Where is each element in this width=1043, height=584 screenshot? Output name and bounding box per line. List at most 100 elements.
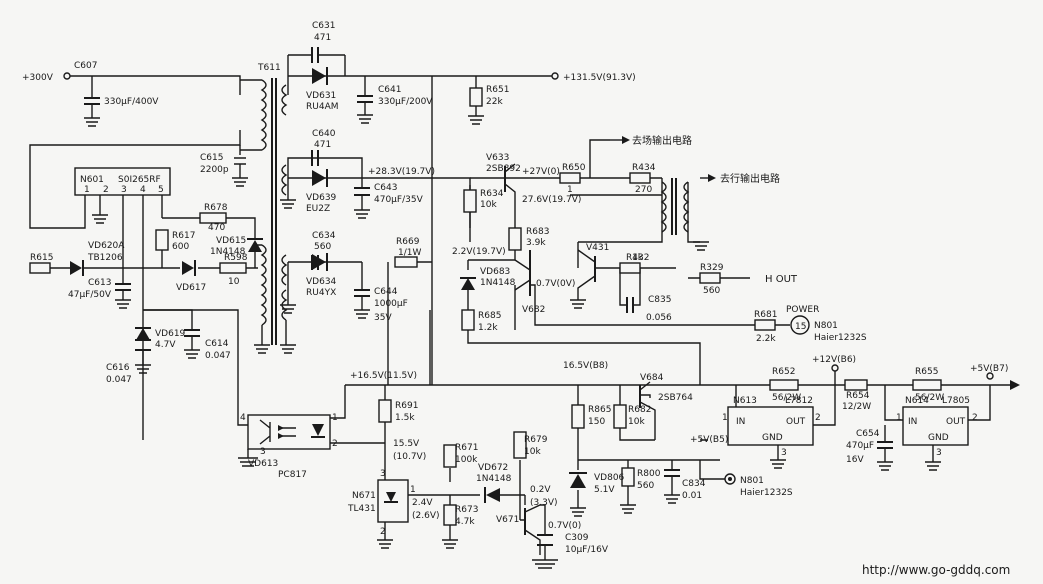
resistor-r654 (844, 379, 868, 391)
label-r683v: 3.9k (526, 238, 546, 248)
resistor-r598 (219, 262, 247, 274)
diode-vd634 (312, 254, 326, 270)
arrow-right-icon (622, 136, 630, 144)
label-v22: 2.2V(19.7V) (452, 247, 506, 257)
label-vd620v: TB1206 (87, 253, 123, 263)
label-vd639v: EU2Z (306, 204, 330, 214)
label-v02b: (3.3V) (530, 498, 558, 508)
label-rail-300v: +300V (22, 73, 54, 83)
label-n614-in: IN (908, 417, 917, 427)
label-v15b: (10.7V) (393, 452, 426, 462)
label-pc817: PC817 (278, 470, 307, 480)
pin-1: 1 (84, 185, 90, 195)
label-c641: C641 (378, 85, 401, 95)
label-v276: 27.6V(19.7V) (522, 195, 581, 205)
label-n613-pin3: 3 (781, 448, 787, 458)
ground-icon (92, 214, 108, 224)
label-r329v: 560 (703, 286, 720, 296)
label-pin15: 15 (795, 322, 806, 332)
label-c644: C644 (374, 287, 398, 297)
label-n801: N801 (814, 321, 838, 331)
capacitor-c835 (626, 297, 634, 313)
ground-icon (664, 494, 680, 504)
label-vd619v: 4.7V (155, 340, 176, 350)
ground-icon (184, 349, 200, 359)
label-to-line-output: 去行输出电路 (720, 172, 780, 185)
diode-vd615 (248, 240, 262, 252)
label-n614-pin3: 3 (936, 448, 942, 458)
label-n671-part: TL431 (347, 504, 376, 514)
label-t611: T611 (257, 63, 281, 73)
label-c834: C834 (682, 479, 706, 489)
ground-icon (620, 504, 636, 514)
label-c654v2: 16V (846, 455, 864, 465)
diode-vd639 (312, 170, 326, 186)
arrow-right-icon (1010, 380, 1020, 390)
label-opto-pin4: 4 (240, 413, 246, 423)
ground-icon (468, 115, 484, 125)
label-c640v: 471 (314, 140, 331, 150)
label-n614-pin1: 1 (896, 413, 902, 423)
resistor-r685 (461, 309, 475, 331)
label-n614-part: L7805 (942, 396, 970, 406)
label-r598v: 10 (228, 277, 240, 287)
label-r598: R598 (224, 253, 248, 263)
label-rail-5v-b7: +5V(B7) (970, 364, 1008, 374)
label-c834v: 0.01 (682, 491, 702, 501)
ground-icon (532, 559, 558, 569)
label-r678: R678 (204, 203, 228, 213)
label-n613: N613 (733, 396, 757, 406)
label-r432v: 1k (632, 253, 644, 263)
ground-icon (135, 364, 151, 374)
label-r673: R673 (455, 505, 478, 515)
ground-icon (570, 507, 586, 517)
label-c614v: 0.047 (205, 351, 231, 361)
label-vd613: VD613 (248, 459, 278, 469)
label-r681v: 2.2k (756, 334, 776, 344)
label-n613-gnd: GND (762, 433, 783, 443)
label-n801v: Haier1232S (814, 333, 867, 343)
connector-n801-pin15 (790, 315, 810, 335)
label-r650: R650 (562, 163, 586, 173)
watermark-url: http://www.go-gddq.com (862, 563, 1010, 577)
label-c640: C640 (312, 129, 336, 139)
label-v15: 15.5V (393, 439, 420, 449)
label-r634: R634 (480, 189, 504, 199)
label-n671-pin3: 3 (380, 469, 386, 479)
label-n614-pin2: 2 (972, 413, 978, 423)
label-r865: R865 (588, 405, 611, 415)
ground-icon (442, 539, 458, 549)
label-n613-in: IN (736, 417, 745, 427)
label-r651: R651 (486, 85, 509, 95)
label-c615v: 2200p (200, 165, 229, 175)
terminal-300v (63, 72, 71, 80)
ground-icon (354, 309, 370, 319)
transformer-t611: T611 (240, 63, 288, 345)
ground-icon (377, 522, 393, 549)
label-n601-part: S0I265RF (118, 175, 161, 185)
label-n614: N614 (905, 396, 929, 406)
label-r691: R691 (395, 401, 418, 411)
label-vd617: VD617 (176, 283, 206, 293)
label-r671v: 100k (455, 455, 478, 465)
line-output-transformer (660, 178, 690, 235)
terminal-5v-b7 (986, 372, 994, 380)
pin-2: 2 (103, 185, 109, 195)
diodes (70, 67, 587, 503)
resistors (29, 87, 942, 526)
label-r683: R683 (526, 227, 549, 237)
ground-icon (280, 344, 296, 354)
label-to-field-output: 去场输出电路 (632, 134, 692, 147)
label-r685: R685 (478, 311, 501, 321)
resistor-r683 (508, 227, 522, 251)
label-r432: R432 (626, 253, 649, 263)
ground-icon (84, 117, 100, 127)
label-n671-pin1: 1 (410, 485, 416, 495)
ground-icon (570, 299, 586, 309)
pin-3: 3 (121, 185, 127, 195)
label-r652: R652 (772, 367, 795, 377)
label-vd619: VD619 (155, 329, 186, 339)
label-r615: R615 (30, 253, 53, 263)
label-c613: C613 (88, 278, 111, 288)
